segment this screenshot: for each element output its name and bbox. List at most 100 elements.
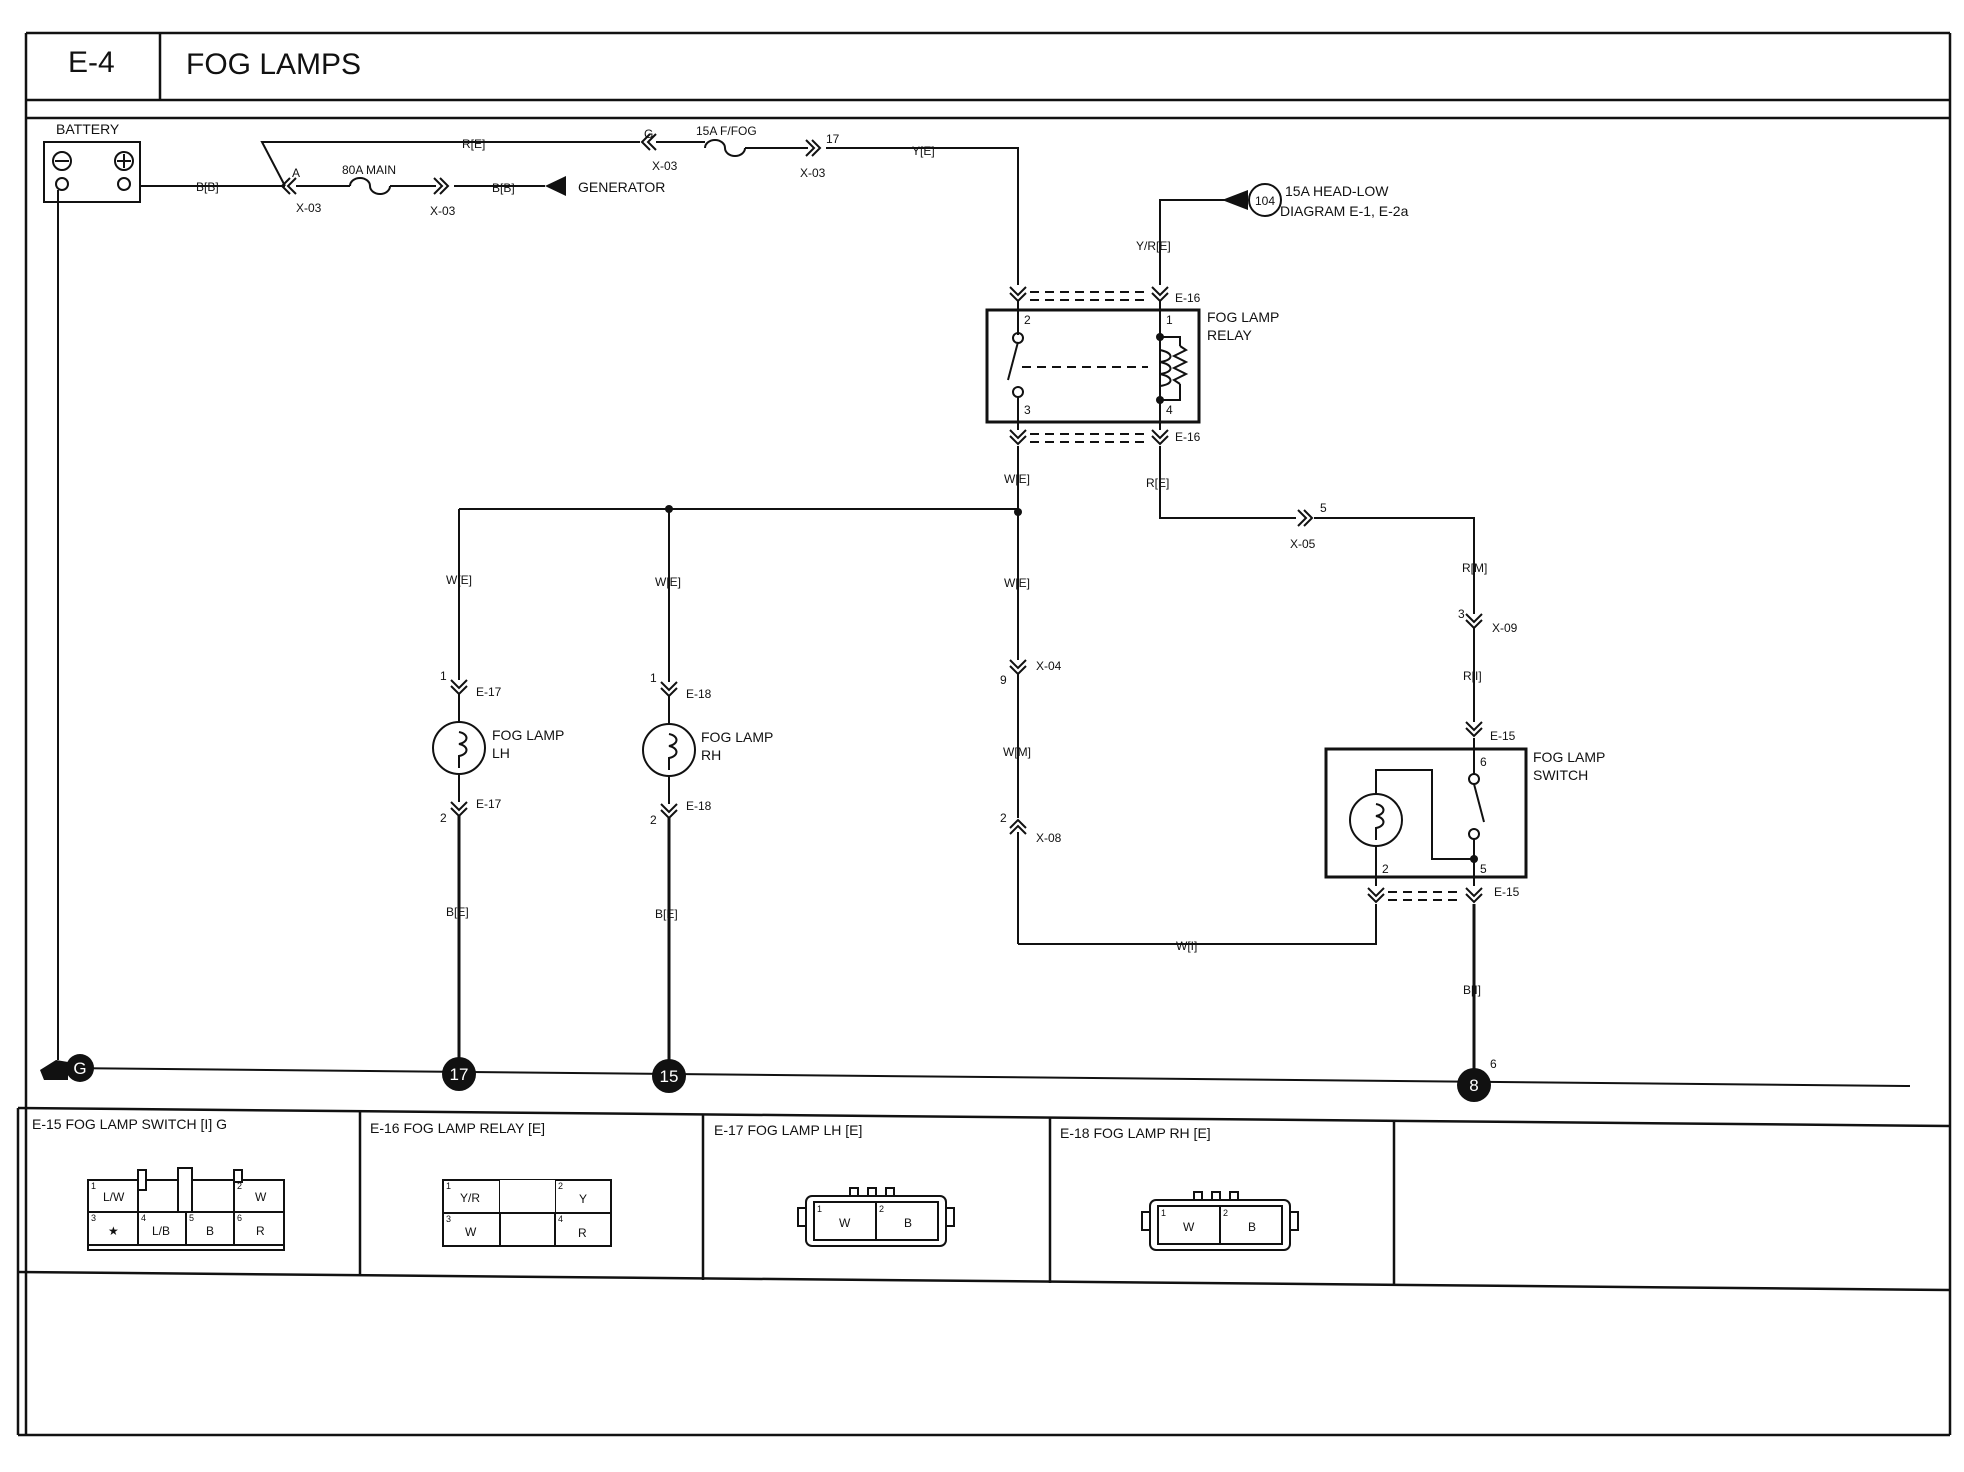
conn-e15-title: E-15 FOG LAMP SWITCH [I] G <box>32 1116 227 1132</box>
e15-bot-label: E-15 <box>1494 885 1520 899</box>
e16-c1: 1 <box>446 1181 451 1191</box>
wire-b-e-rh: B[E] <box>655 907 678 921</box>
e16-c4v: R <box>578 1226 587 1240</box>
x09-label: X-09 <box>1492 621 1518 635</box>
e16-c4: 4 <box>558 1214 563 1224</box>
main-fuse-icon <box>349 177 391 195</box>
relay-pin-3: 3 <box>1024 403 1031 417</box>
wire-w-i: W[I] <box>1176 939 1197 953</box>
ground-15-icon <box>652 1059 686 1093</box>
e17-top-label: E-17 <box>476 685 502 699</box>
fog-lamp-switch <box>1324 738 1528 886</box>
e17-c2: 2 <box>879 1204 884 1214</box>
e17-c1: 1 <box>817 1204 822 1214</box>
wire-r-i: R[I] <box>1463 669 1482 683</box>
relay-label-1: FOG LAMP <box>1207 309 1279 325</box>
page-frame <box>18 31 1952 1437</box>
conn-e17-face <box>797 1187 955 1247</box>
battery <box>43 141 141 203</box>
head-low-ref: 104 <box>1255 194 1275 208</box>
lamp-rh-label-2: RH <box>701 747 721 763</box>
x03-label-b: X-03 <box>430 204 456 218</box>
x08-label: X-08 <box>1036 831 1062 845</box>
e18-c1: 1 <box>1161 1208 1166 1218</box>
wire-r-e-relay: R[E] <box>1146 476 1169 490</box>
e15-c5v: B <box>206 1224 214 1238</box>
x03-label-c: X-03 <box>652 159 678 173</box>
wire-w-e-lh: W[E] <box>446 573 472 587</box>
e16-bot-label: E-16 <box>1175 430 1201 444</box>
battery-label: BATTERY <box>56 121 120 137</box>
x03-pin-g: G <box>644 127 653 141</box>
wire-y-e: Y[E] <box>912 144 935 158</box>
x04-label: X-04 <box>1036 659 1062 673</box>
switch-pin-2: 2 <box>1382 862 1389 876</box>
wire-w-e-mid: W[E] <box>1004 576 1030 590</box>
conn-e18-face <box>1141 1191 1299 1251</box>
e17-c1v: W <box>839 1216 851 1230</box>
generator-label: GENERATOR <box>578 179 665 195</box>
e15-c4v: L/B <box>152 1224 170 1238</box>
relay-pin-2: 2 <box>1024 313 1031 327</box>
x05-label: X-05 <box>1290 537 1316 551</box>
e18-c1v: W <box>1183 1220 1195 1234</box>
e15-c3v: ★ <box>108 1224 119 1238</box>
fog-lamp-rh <box>642 696 696 804</box>
head-low-line2: DIAGRAM E-1, E-2a <box>1280 203 1409 219</box>
lamp-lh-label-2: LH <box>492 745 510 761</box>
wire-b-i: B[I] <box>1463 983 1481 997</box>
e17-bot-label: E-17 <box>476 797 502 811</box>
lamp-rh-label-1: FOG LAMP <box>701 729 773 745</box>
conn-e17-title: E-17 FOG LAMP LH [E] <box>714 1122 862 1138</box>
e15-c4: 4 <box>141 1213 146 1223</box>
ground-g-icon <box>40 1054 94 1082</box>
e18-bot-label: E-18 <box>686 799 712 813</box>
wire-b-e-lh: B[E] <box>446 905 469 919</box>
e18-top-label: E-18 <box>686 687 712 701</box>
fog-lamp-lh <box>432 694 486 802</box>
ffog-fuse-icon <box>704 139 746 157</box>
x09-pin: 3 <box>1458 607 1465 621</box>
wire-r-e: R[E] <box>462 137 485 151</box>
head-low-arrow-icon <box>1222 190 1248 210</box>
ground-g: G <box>73 1059 86 1078</box>
x05-pin: 5 <box>1320 501 1327 515</box>
wire-r-m: R[M] <box>1462 561 1487 575</box>
page-code: E-4 <box>68 46 115 79</box>
conn-e15-face <box>87 1167 285 1251</box>
x03-label-a: X-03 <box>296 201 322 215</box>
e16-c2: 2 <box>558 1181 563 1191</box>
e15-c3: 3 <box>91 1213 96 1223</box>
switch-pin-5: 5 <box>1480 862 1487 876</box>
head-low-ref-badge <box>1248 183 1282 217</box>
relay-label-2: RELAY <box>1207 327 1253 343</box>
switch-label-1: FOG LAMP <box>1533 749 1605 765</box>
wire-w-m: W[M] <box>1003 745 1031 759</box>
e18-c2v: B <box>1248 1220 1256 1234</box>
fog-lamp-relay <box>985 300 1201 430</box>
x08-pin: 2 <box>1000 811 1007 825</box>
ground-15: 15 <box>660 1067 679 1086</box>
e15-top-label: E-15 <box>1490 729 1516 743</box>
e15-c1: 1 <box>91 1181 96 1191</box>
wire-b-b-2: B[B] <box>492 181 515 195</box>
e15-c5: 5 <box>189 1213 194 1223</box>
e18-c2: 2 <box>1223 1208 1228 1218</box>
relay-pin-4: 4 <box>1166 403 1173 417</box>
conn-e18-title: E-18 FOG LAMP RH [E] <box>1060 1125 1211 1141</box>
e17-top-pin: 1 <box>440 669 447 683</box>
ground-17: 17 <box>450 1065 469 1084</box>
e16-c3: 3 <box>446 1214 451 1224</box>
switch-pin-6: 6 <box>1480 755 1487 769</box>
e15-c6: 6 <box>237 1213 242 1223</box>
e17-c2v: B <box>904 1216 912 1230</box>
conn-e16-title: E-16 FOG LAMP RELAY [E] <box>370 1120 545 1136</box>
generator-arrow-icon <box>545 176 566 196</box>
e16-c1v: Y/R <box>460 1191 480 1205</box>
relay-pin-1: 1 <box>1166 313 1173 327</box>
wire-y-r-e: Y/R[E] <box>1136 239 1171 253</box>
e17-bot-pin: 2 <box>440 811 447 825</box>
e16-top-label: E-16 <box>1175 291 1201 305</box>
connector-table <box>16 1106 1951 1435</box>
page-title: FOG LAMPS <box>186 48 361 81</box>
